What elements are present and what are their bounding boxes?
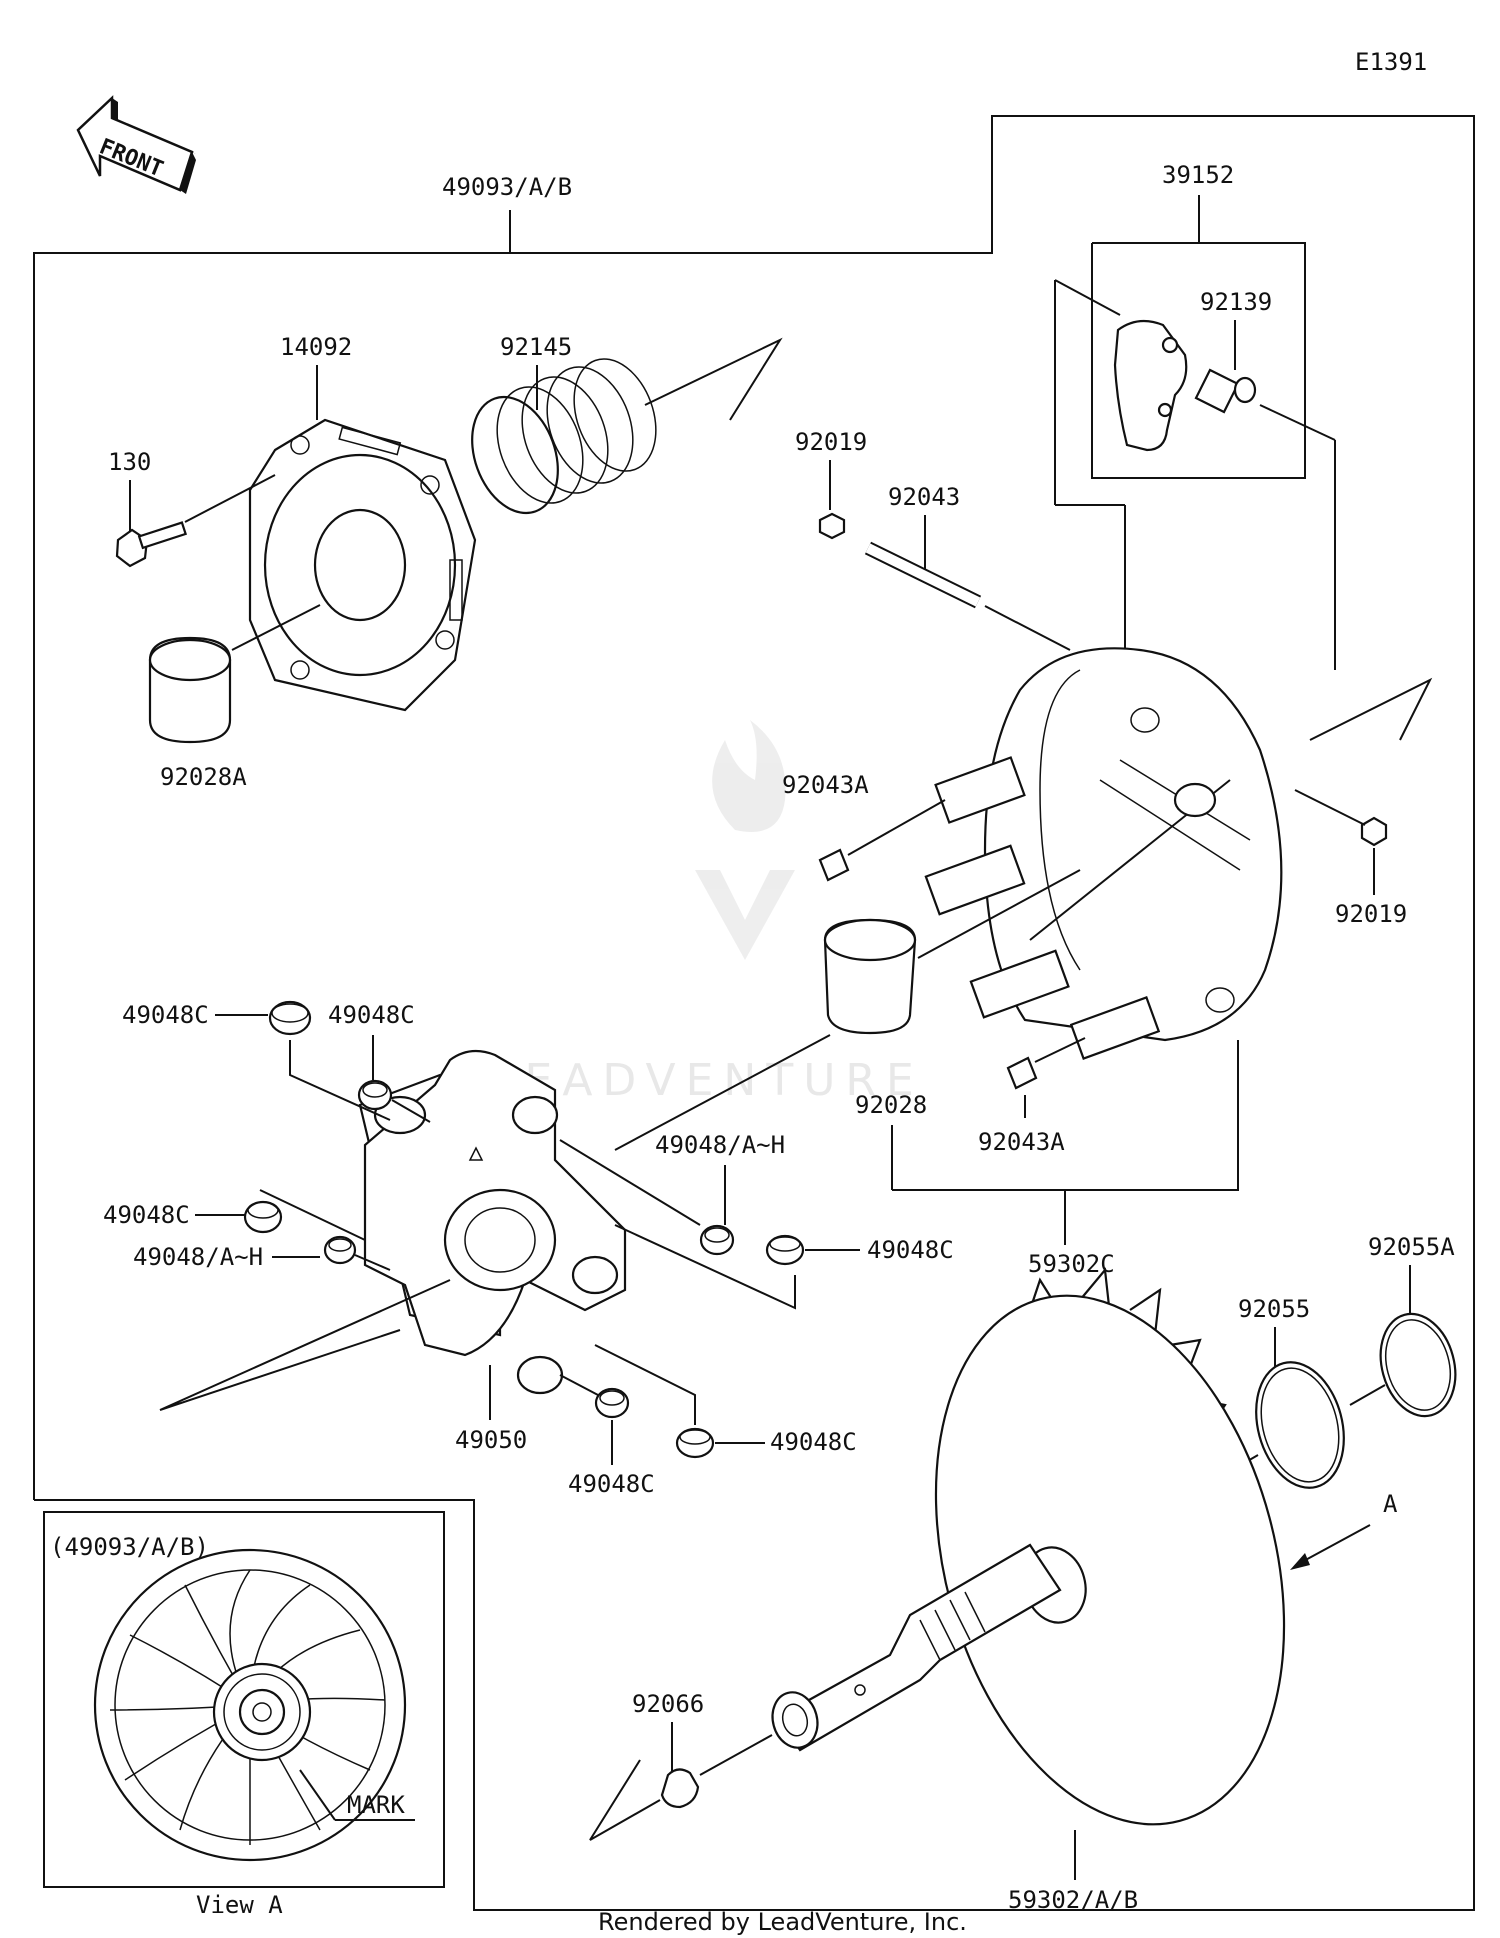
o-ring-92055a [1379, 1312, 1457, 1418]
label-92043: 92043 [888, 483, 960, 511]
bushing-92028a [148, 636, 232, 744]
label-92066: 92066 [632, 1690, 704, 1718]
label-49048c-c: 49048C [103, 1201, 190, 1229]
inset-view-caption: View A [196, 1891, 283, 1919]
weight-arm [1113, 319, 1188, 452]
label-59302ab: 59302/A/B [1008, 1886, 1138, 1914]
watermark-text: LEADVENTURE [490, 1055, 924, 1106]
label-49048c-d: 49048C [867, 1236, 954, 1264]
label-49093: 49093/A/B [442, 173, 572, 201]
label-92145: 92145 [500, 333, 572, 361]
label-92055a: 92055A [1368, 1233, 1455, 1261]
view-arrow-label: A [1383, 1490, 1398, 1518]
moveable-sheave [924, 647, 1283, 1061]
label-49048c-a: 49048C [122, 1001, 209, 1029]
label-130: 130 [108, 448, 151, 476]
diagram-code: E1391 [1355, 48, 1427, 76]
label-92043a-bottom: 92043A [978, 1128, 1065, 1156]
pin-92043a-bottom [1006, 1056, 1038, 1090]
o-ring-92055 [1255, 1361, 1345, 1489]
front-arrow: FRONT [76, 95, 196, 194]
cap-49048c-a [268, 1000, 312, 1036]
spider-49050 [358, 1049, 627, 1395]
cap-49048c-e [594, 1387, 630, 1419]
bolt [115, 521, 188, 568]
footer-credit: Rendered by LeadVenture, Inc. [598, 1908, 967, 1936]
label-92139: 92139 [1200, 288, 1272, 316]
label-92019-top: 92019 [795, 428, 867, 456]
label-49048ah-b: 49048/A~H [133, 1243, 263, 1271]
nut-right [1360, 816, 1388, 847]
label-92028: 92028 [855, 1091, 927, 1119]
label-92055: 92055 [1238, 1295, 1310, 1323]
cap-92066 [660, 1768, 700, 1809]
label-49050: 49050 [455, 1426, 527, 1454]
inset-title: (49093/A/B) [50, 1533, 209, 1561]
label-14092: 14092 [280, 333, 352, 361]
label-49048c-b: 49048C [328, 1001, 415, 1029]
label-49048c-f: 49048C [770, 1428, 857, 1456]
cap-49048c-d [765, 1234, 805, 1266]
cap-49048ah-b [323, 1235, 357, 1265]
inset-view-a: (49093/A/B) MARK [43, 1511, 445, 1888]
label-39152: 39152 [1162, 161, 1234, 189]
label-92028a: 92028A [160, 763, 247, 791]
label-59302c: 59302C [1028, 1250, 1115, 1278]
nut-top [818, 512, 846, 540]
view-arrow [1290, 1524, 1371, 1570]
pin-92043a-top [818, 848, 850, 882]
inset-mark-label: MARK [347, 1791, 405, 1819]
fixed-sheave [771, 1267, 1286, 1826]
label-92019-right: 92019 [1335, 900, 1407, 928]
spider-cover [248, 418, 477, 712]
label-92043a-top: 92043A [782, 771, 869, 799]
shaft-pin [864, 541, 982, 609]
spring [471, 358, 657, 515]
assembly-frame [33, 115, 1475, 1911]
bushing-92028 [823, 918, 917, 1035]
cap-49048c-f [675, 1427, 715, 1459]
roller-bushing [1194, 368, 1257, 414]
cap-49048c-c [243, 1200, 283, 1234]
cap-49048ah-a [699, 1224, 735, 1256]
label-49048c-e: 49048C [568, 1470, 655, 1498]
label-49048ah-a: 49048/A~H [655, 1131, 785, 1159]
cap-49048c-b [357, 1079, 393, 1111]
leadventure-watermark: LEADVENTURE [490, 720, 924, 1106]
